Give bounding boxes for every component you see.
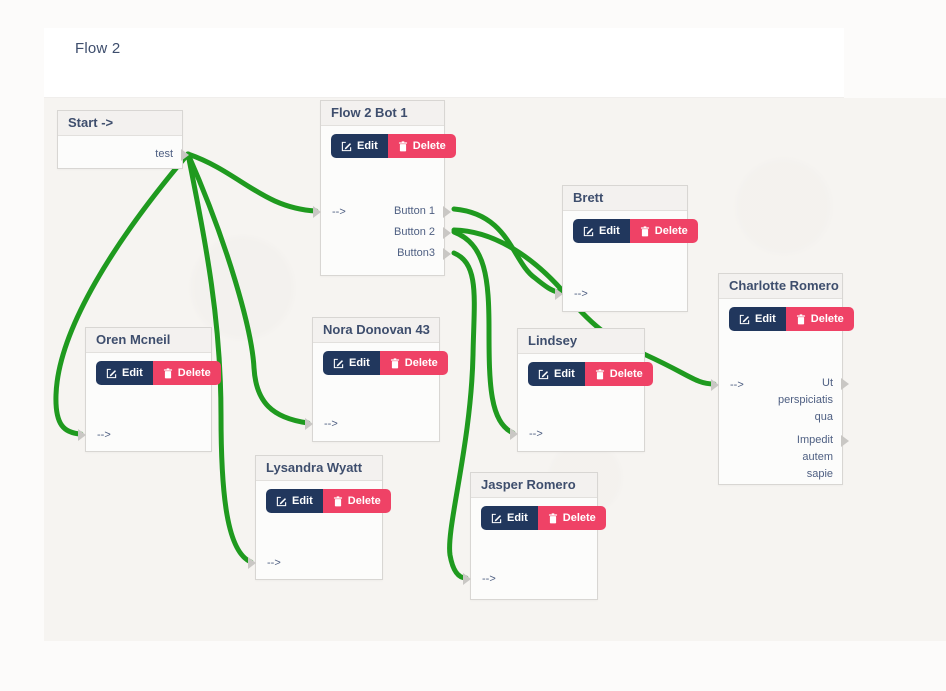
node-start[interactable]: Start -> test <box>57 110 189 169</box>
output-button-3: Button3 <box>397 245 444 262</box>
edit-button[interactable]: Edit <box>528 362 585 386</box>
node-actions: Edit Delete <box>729 307 854 331</box>
output-connector[interactable] <box>443 206 451 218</box>
node-title: Brett <box>563 186 687 211</box>
output-connector[interactable] <box>841 378 849 390</box>
delete-icon <box>640 225 650 237</box>
flow-header-panel: Flow 2 <box>44 28 844 98</box>
edit-icon <box>341 141 352 152</box>
node-flow-2-bot-1[interactable]: Flow 2 Bot 1 Edit Delete --> Button 1 Butt… <box>313 100 456 276</box>
input-connector[interactable] <box>711 379 719 391</box>
input-port-label: --> <box>730 379 744 391</box>
input-connector[interactable] <box>305 418 313 430</box>
node-lindsey[interactable]: Lindsey Edit Delete --> <box>510 328 653 452</box>
node-oren-mcneil[interactable]: Oren Mcneil Edit Delete --> <box>78 327 221 452</box>
delete-button[interactable]: Delete <box>387 134 456 158</box>
delete-icon <box>398 140 408 152</box>
input-port-label: --> <box>482 573 496 585</box>
input-port-label: --> <box>574 288 588 300</box>
flow-title: Flow 2 <box>75 40 121 57</box>
node-title: Flow 2 Bot 1 <box>321 101 444 126</box>
delete-button[interactable]: Delete <box>629 219 698 243</box>
delete-icon <box>163 367 173 379</box>
edit-icon <box>106 368 117 379</box>
output-port-label: Button3 <box>397 247 435 259</box>
delete-button[interactable]: Delete <box>379 351 448 375</box>
edit-icon <box>333 358 344 369</box>
node-actions: Edit Delete <box>331 134 456 158</box>
node-brett[interactable]: Brett Edit Delete --> <box>555 185 698 312</box>
edit-icon <box>739 314 750 325</box>
input-connector[interactable] <box>463 573 471 585</box>
output-port-label: test <box>155 148 173 160</box>
output-port-label: Button 1 <box>394 205 435 217</box>
node-title: Jasper Romero <box>471 473 597 498</box>
node-title: Start -> <box>58 111 182 136</box>
edit-button[interactable]: Edit <box>266 489 323 513</box>
node-nora-donovan-43[interactable]: Nora Donovan 43 Edit Delete --> <box>305 317 448 442</box>
delete-button[interactable]: Delete <box>537 506 606 530</box>
output-connector[interactable] <box>181 149 189 161</box>
delete-icon <box>333 495 343 507</box>
node-charlotte-romero[interactable]: Charlotte Romero Edit Delete --> Ut perspi… <box>711 273 854 485</box>
node-lysandra-wyatt[interactable]: Lysandra Wyatt Edit Delete --> <box>248 455 391 580</box>
node-actions: Edit Delete <box>266 489 391 513</box>
output-connector[interactable] <box>443 227 451 239</box>
node-actions: Edit Delete <box>96 361 221 385</box>
delete-icon <box>595 368 605 380</box>
delete-button[interactable]: Delete <box>322 489 391 513</box>
output-button-1: Button 1 <box>394 203 444 220</box>
input-port-label: --> <box>529 428 543 440</box>
delete-icon <box>796 313 806 325</box>
input-connector[interactable] <box>313 206 321 218</box>
edit-button[interactable]: Edit <box>331 134 388 158</box>
edit-button[interactable]: Edit <box>729 307 786 331</box>
node-title: Oren Mcneil <box>86 328 211 353</box>
input-connector[interactable] <box>510 428 518 440</box>
input-port-label: --> <box>324 418 338 430</box>
node-jasper-romero[interactable]: Jasper Romero Edit Delete --> <box>463 472 606 600</box>
output-port-label: sapie <box>806 468 833 480</box>
input-port-label: --> <box>332 206 346 218</box>
output-impedit-autem-sapie: Impedit autem sapie <box>797 432 842 483</box>
output-ut-perspiciatis-qua: Ut perspiciatis qua <box>778 375 842 426</box>
edit-button[interactable]: Edit <box>323 351 380 375</box>
output-button-2: Button 2 <box>394 224 444 241</box>
edit-button[interactable]: Edit <box>573 219 630 243</box>
output-port-label: Button 2 <box>394 226 435 238</box>
node-actions: Edit Delete <box>573 219 698 243</box>
delete-button[interactable]: Delete <box>152 361 221 385</box>
delete-icon <box>390 357 400 369</box>
edit-icon <box>276 496 287 507</box>
node-title: Lindsey <box>518 329 644 354</box>
output-port-label: perspiciatis <box>777 394 833 406</box>
delete-button[interactable]: Delete <box>584 362 653 386</box>
edit-icon <box>538 369 549 380</box>
edit-icon <box>491 513 502 524</box>
output-port-label: Impedit <box>796 434 833 446</box>
edit-icon <box>583 226 594 237</box>
delete-icon <box>548 512 558 524</box>
input-connector[interactable] <box>248 557 256 569</box>
node-actions: Edit Delete <box>528 362 653 386</box>
node-actions: Edit Delete <box>323 351 448 375</box>
input-port-label: --> <box>97 429 111 441</box>
input-connector[interactable] <box>555 288 563 300</box>
node-title: Lysandra Wyatt <box>256 456 382 481</box>
output-port-label: autem <box>802 451 833 463</box>
output-connector[interactable] <box>443 248 451 260</box>
input-connector[interactable] <box>78 429 86 441</box>
node-title: Nora Donovan 43 <box>313 318 439 343</box>
node-actions: Edit Delete <box>481 506 606 530</box>
output-test: test <box>155 146 182 163</box>
output-port-label: Ut <box>822 377 833 389</box>
delete-button[interactable]: Delete <box>785 307 854 331</box>
output-port-label: qua <box>814 411 833 423</box>
edit-button[interactable]: Edit <box>481 506 538 530</box>
node-title: Charlotte Romero <box>719 274 842 299</box>
input-port-label: --> <box>267 557 281 569</box>
output-connector[interactable] <box>841 435 849 447</box>
edit-button[interactable]: Edit <box>96 361 153 385</box>
